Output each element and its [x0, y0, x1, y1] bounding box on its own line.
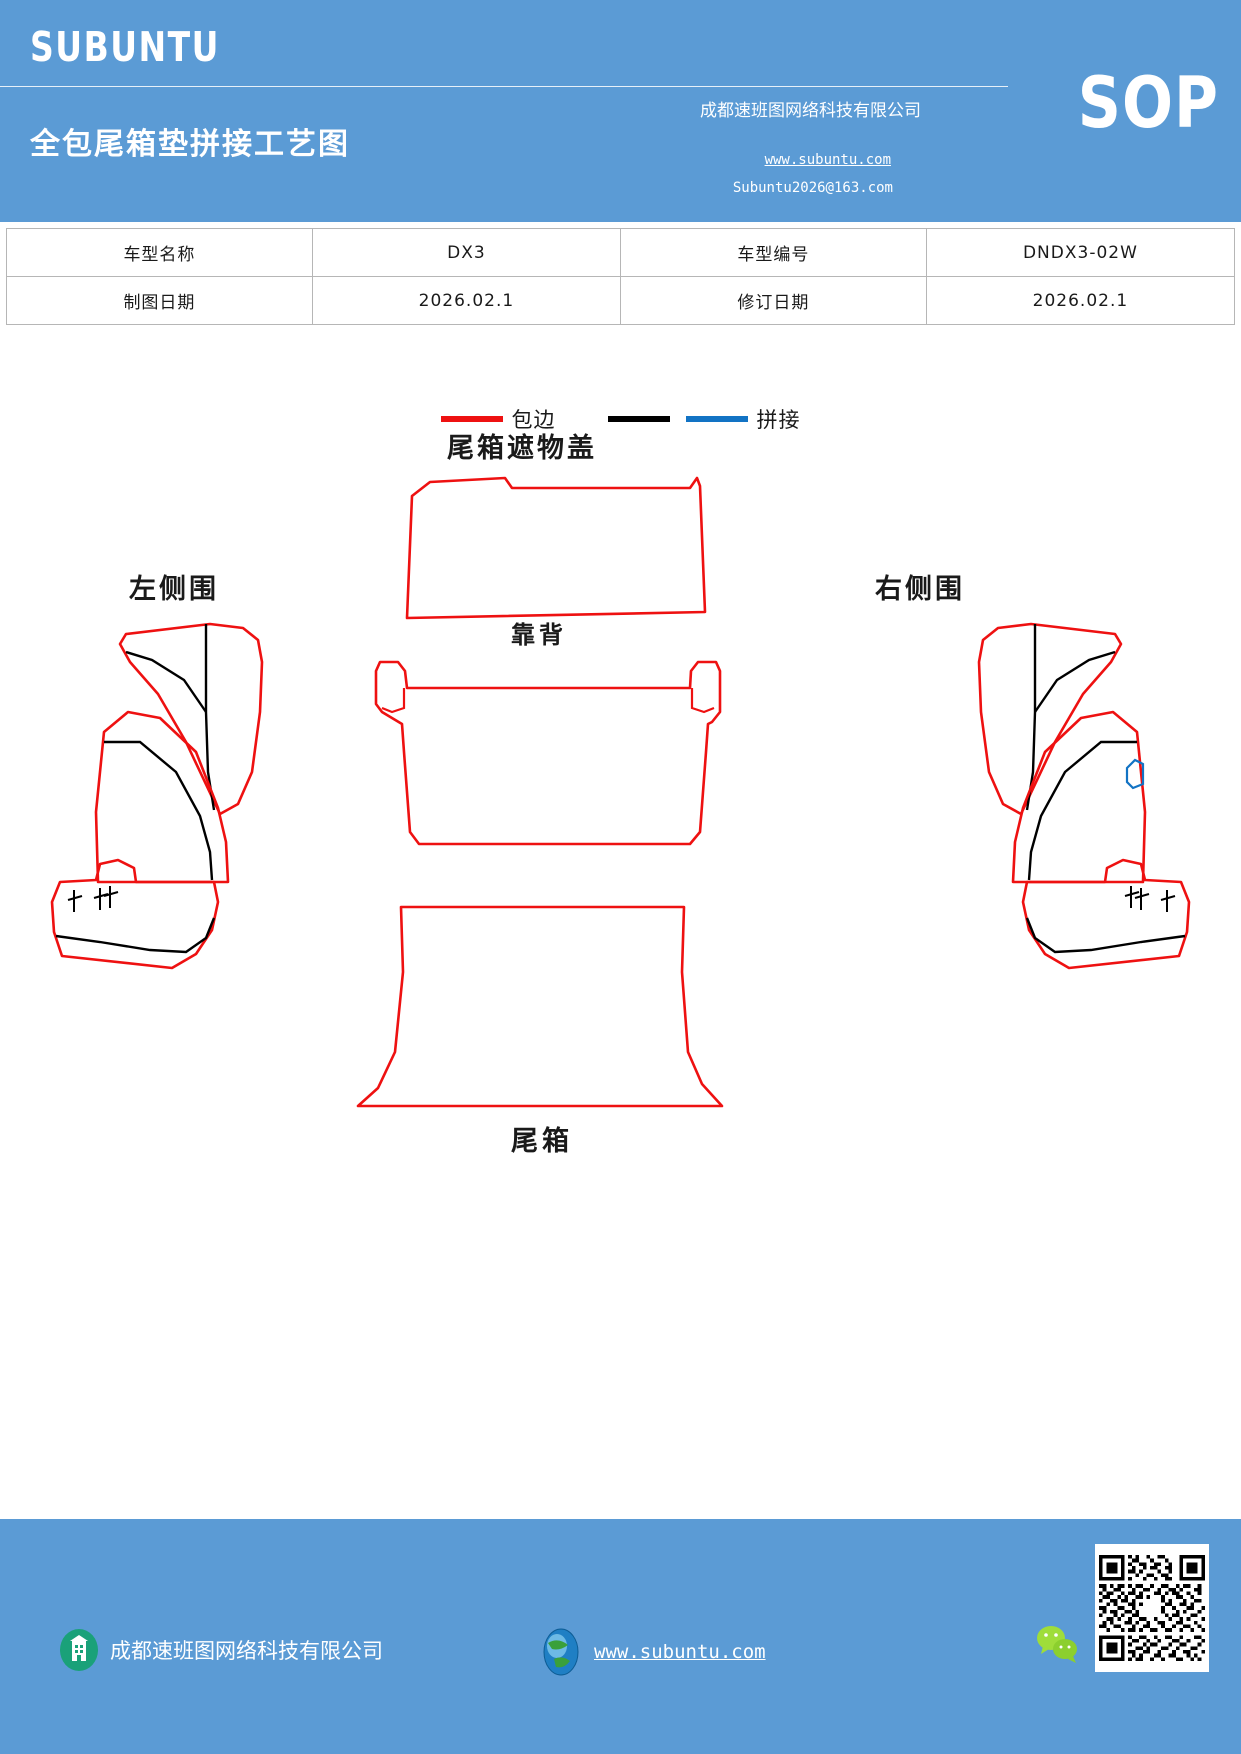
cell-revise-date-label: 修订日期: [619, 276, 927, 325]
cell-revise-date-value: 2026.02.1: [925, 276, 1236, 325]
legend-label-binding: 包边: [511, 409, 556, 432]
vehicle-info-table: 车型名称 DX3 车型编号 DNDX3-02W 制图日期 2026.02.1 修…: [6, 228, 1236, 325]
sop-badge: SOP: [1077, 62, 1219, 145]
part-backrest: [374, 660, 722, 846]
table-row: 制图日期 2026.02.1 修订日期 2026.02.1: [6, 276, 1236, 325]
page-header: SUBUNTU 全包尾箱垫拼接工艺图 SOP 成都速班图网络科技有限公司 www…: [0, 0, 1241, 222]
pattern-diagram: 尾箱遮物盖 左侧围 右侧围 靠背 尾箱: [0, 412, 1241, 1202]
footer-company-name: 成都速班图网络科技有限公司: [110, 1640, 383, 1663]
legend-item-binding: 包边: [440, 404, 556, 434]
header-website-link[interactable]: www.subuntu.com: [764, 152, 891, 168]
label-trunk-cover: 尾箱遮物盖: [447, 433, 597, 463]
right-mid-seam: [1027, 740, 1137, 881]
pattern-outlines-svg: [50, 476, 1191, 1108]
header-email: Subuntu2026@163.com: [732, 180, 893, 196]
right-blue-seam-detail: [1125, 758, 1145, 790]
footer-company-block: 成都速班图网络科技有限公司: [56, 1627, 383, 1673]
table-row: 车型名称 DX3 车型编号 DNDX3-02W: [6, 228, 1236, 277]
left-upper-seam-diagonal: [125, 650, 207, 713]
trunk-floor-binding-outline: [356, 905, 724, 1108]
legend-item-seam: 拼接: [607, 404, 801, 434]
cell-model-name-value: DX3: [311, 228, 621, 277]
left-lower-binding-outline: [50, 858, 220, 970]
page-footer: 成都速班图网络科技有限公司 www.subuntu.com: [0, 1519, 1241, 1754]
globe-icon: [543, 1628, 579, 1676]
cell-model-code-value: DNDX3-02W: [925, 228, 1236, 277]
part-left-side: [50, 622, 264, 970]
right-upper-binding-outline: [977, 622, 1123, 816]
part-trunk-cover: [405, 476, 707, 620]
left-mid-seam: [104, 740, 214, 881]
qr-code: [1095, 1544, 1209, 1672]
header-divider: [0, 86, 1008, 87]
page-title: 全包尾箱垫拼接工艺图: [30, 128, 350, 161]
legend-swatch-red-line: [440, 416, 503, 422]
right-lower-binding-outline: [1021, 858, 1191, 970]
header-company-name: 成都速班图网络科技有限公司: [700, 101, 921, 120]
cell-draw-date-value: 2026.02.1: [311, 276, 621, 325]
backrest-notch-left: [381, 688, 406, 714]
legend-swatch-blue-line: [685, 416, 748, 422]
trunk-cover-binding-outline: [405, 476, 707, 620]
right-lower-tick-marks: [1124, 886, 1176, 912]
part-right-side: [977, 622, 1191, 970]
left-upper-binding-outline: [118, 622, 264, 816]
legend-label-seam: 拼接: [756, 409, 801, 432]
left-lower-seam: [55, 917, 216, 954]
left-lower-tick-marks: [67, 886, 119, 912]
cell-draw-date-label: 制图日期: [6, 276, 313, 325]
backrest-binding-outline: [374, 660, 722, 846]
cell-model-code-label: 车型编号: [619, 228, 927, 277]
legend-swatch-black-line: [607, 416, 670, 422]
right-lower-seam: [1025, 917, 1186, 954]
building-icon: [60, 1629, 98, 1671]
label-backrest: 靠背: [511, 622, 567, 649]
right-upper-seam-diagonal: [1034, 650, 1116, 713]
footer-website-link[interactable]: www.subuntu.com: [594, 1641, 766, 1663]
left-mid-binding-outline: [94, 710, 230, 884]
footer-website-block[interactable]: www.subuntu.com: [538, 1627, 766, 1677]
label-right-side: 右侧围: [875, 574, 965, 604]
wechat-icon: [1037, 1626, 1077, 1663]
cell-model-name-label: 车型名称: [6, 228, 313, 277]
label-left-side: 左侧围: [129, 574, 219, 604]
backrest-notch-right: [690, 688, 715, 714]
right-mid-binding-outline: [1011, 710, 1147, 884]
part-trunk-floor: [356, 905, 724, 1108]
label-trunk: 尾箱: [511, 1126, 573, 1156]
qr-code-image: [1099, 1555, 1205, 1661]
legend: 包边 拼接: [0, 404, 1241, 434]
brand-logo: SUBUNTU: [30, 22, 220, 71]
